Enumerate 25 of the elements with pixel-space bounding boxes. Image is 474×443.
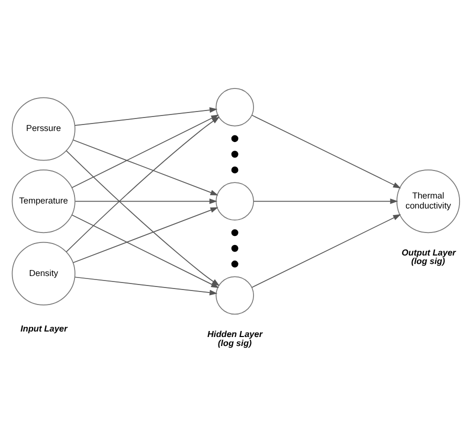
arrow (66, 116, 220, 252)
arrow (74, 276, 218, 295)
arrow (74, 198, 218, 204)
node-dot (231, 228, 238, 236)
node-label: Hidden Layer (log sig) (207, 328, 263, 348)
node-dot (231, 244, 238, 252)
node-circle (216, 182, 254, 220)
node-dot (231, 166, 238, 173)
arrow (72, 139, 218, 195)
node-circle: Thermal conductivity (396, 169, 460, 233)
node-circle: Temperature (12, 169, 76, 233)
node-circle: Density (12, 241, 76, 305)
node-dot (231, 134, 238, 142)
arrow (72, 206, 218, 263)
label: Input Layer (20, 323, 68, 334)
node-dot (231, 260, 238, 268)
arrow (253, 198, 398, 204)
arrow (74, 106, 218, 126)
node-label: Output Layer (log sig) (402, 246, 456, 266)
node-circle (216, 276, 254, 314)
node-circle (216, 88, 254, 126)
arrow (252, 114, 401, 188)
node-circle: Perssure (12, 96, 76, 160)
node-dot (231, 150, 238, 158)
arrow (252, 214, 401, 288)
